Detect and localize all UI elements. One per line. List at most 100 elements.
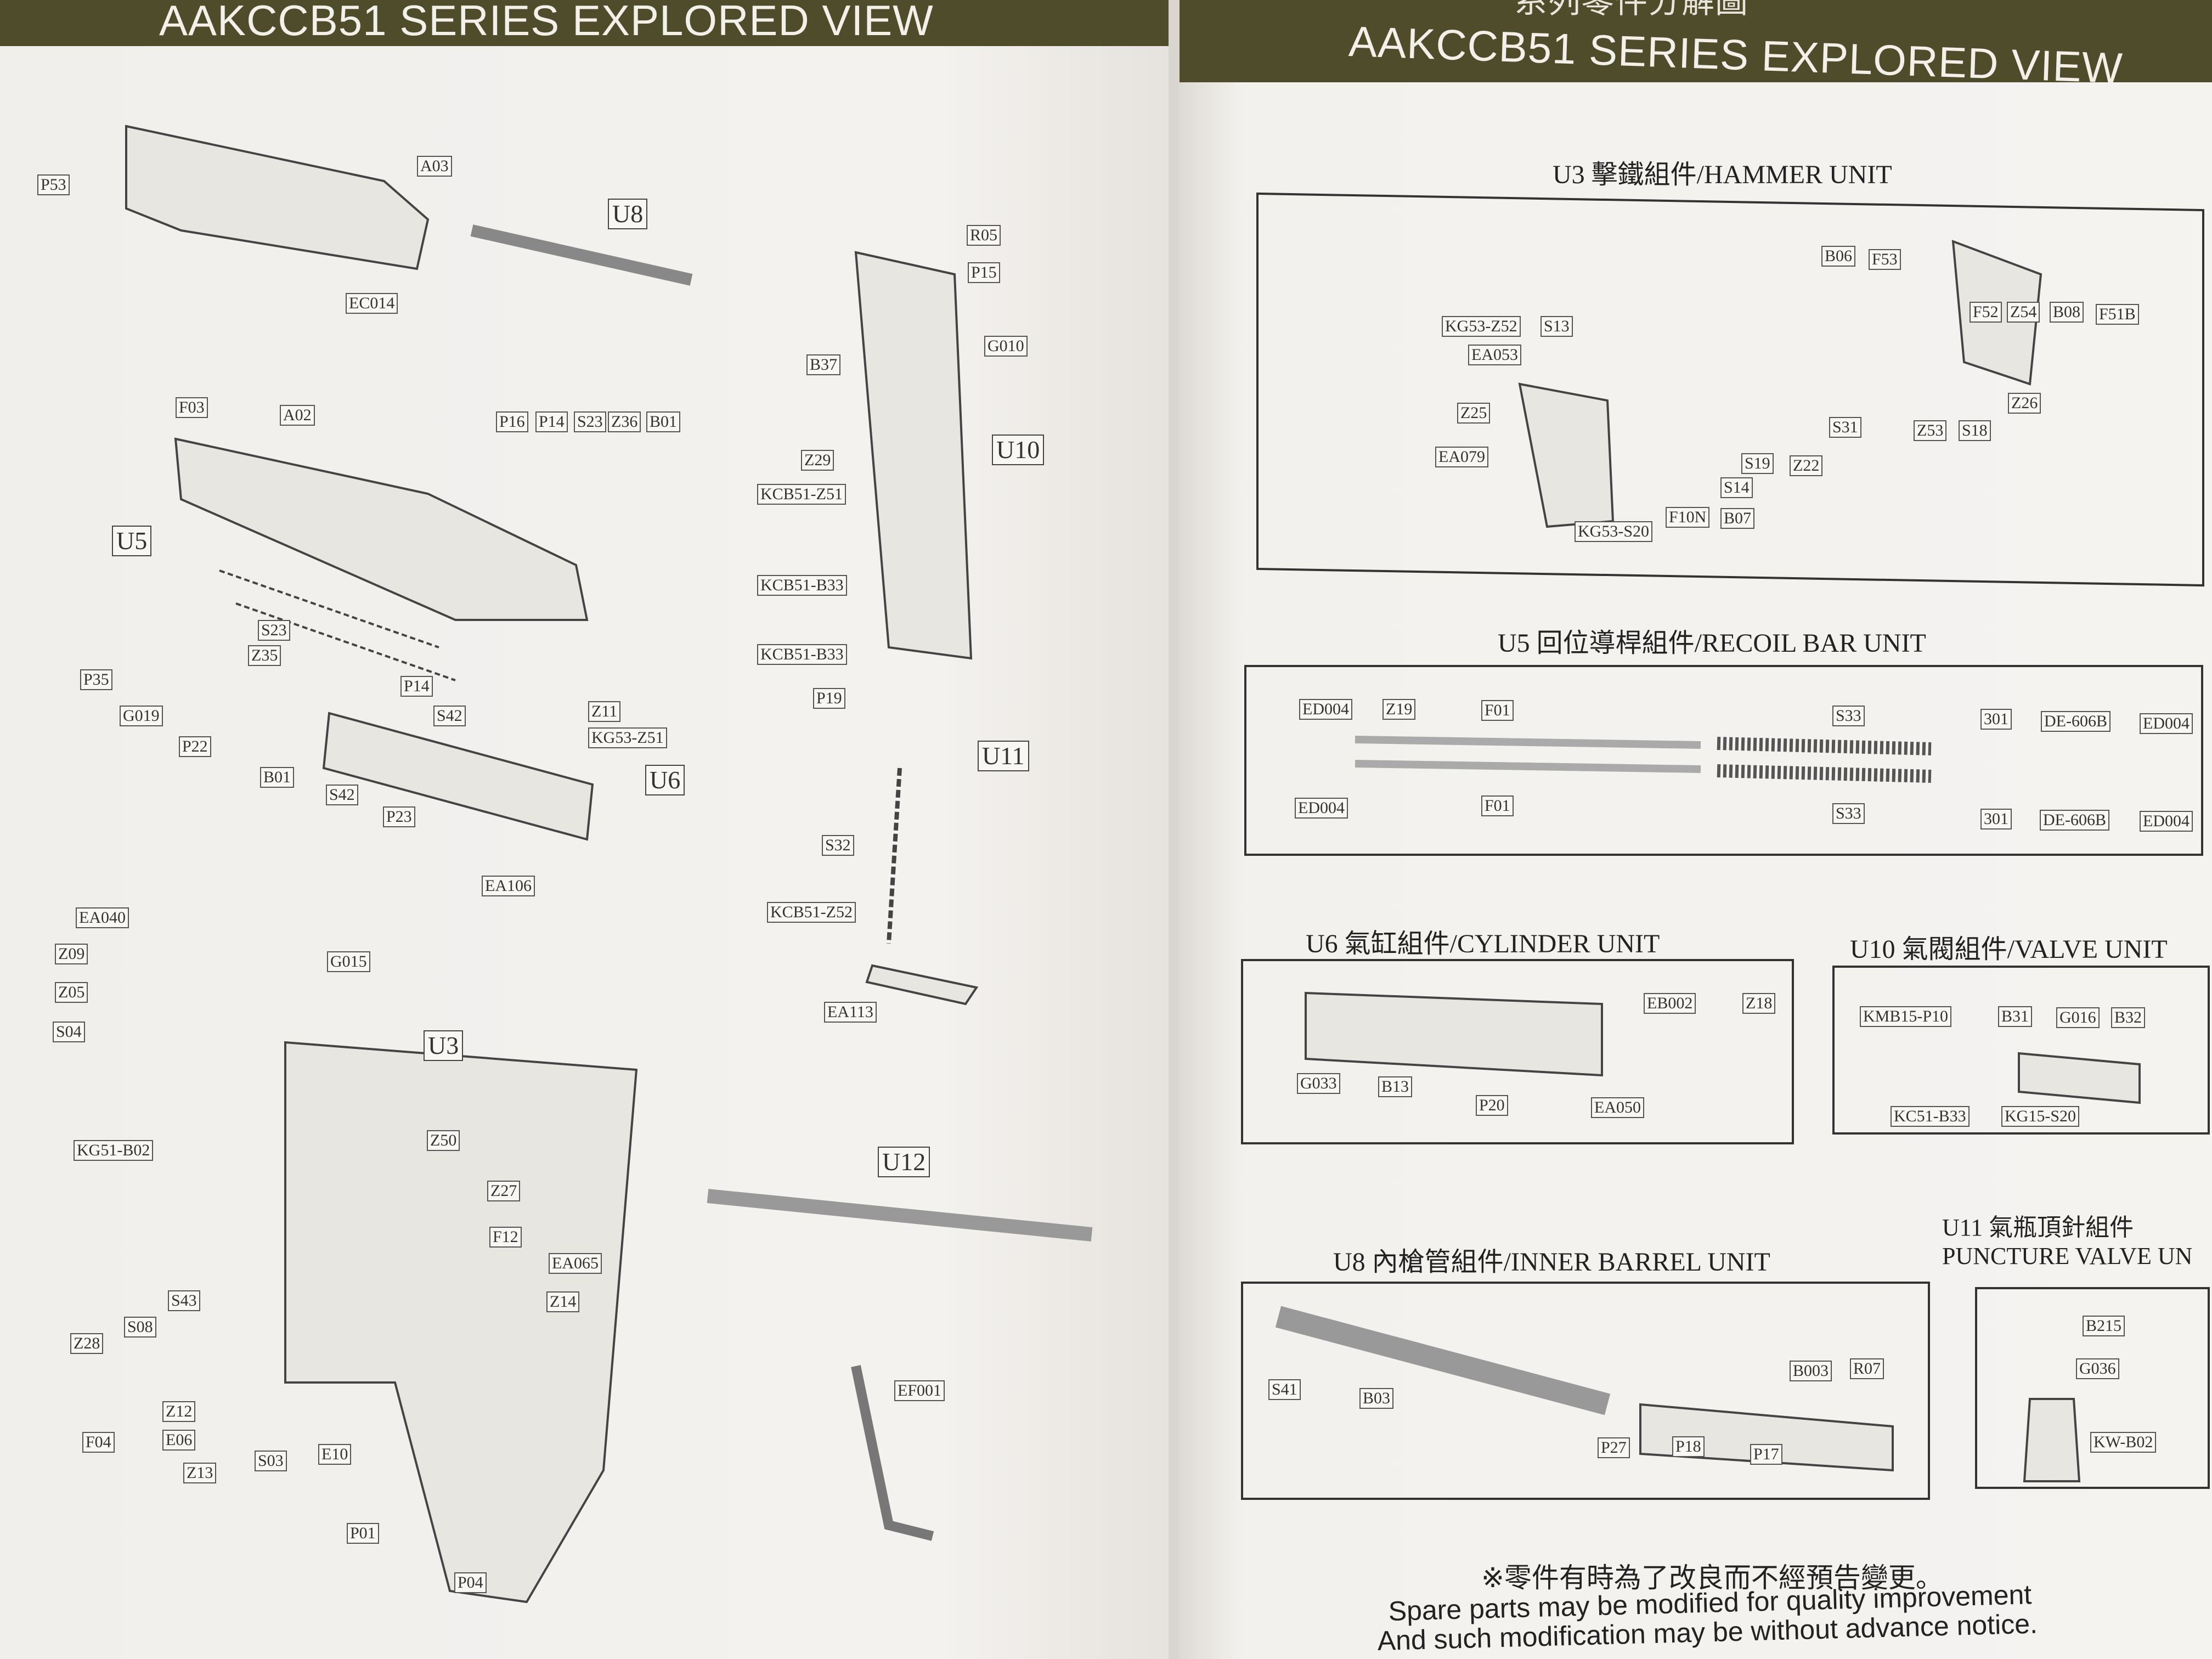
unit-label-u6: U6 [645, 765, 685, 795]
part-label: EA079 [1435, 447, 1488, 467]
part-label: B01 [260, 767, 295, 788]
hex-key-drawing [851, 1365, 934, 1541]
unit-label-u8: U8 [608, 199, 648, 229]
part-label: EC014 [346, 293, 398, 314]
part-label: S33 [1832, 706, 1865, 726]
part-label: S13 [1541, 316, 1573, 337]
part-label: S23 [574, 411, 606, 432]
part-label: Z54 [2007, 302, 2040, 323]
part-label: E10 [318, 1444, 352, 1465]
part-label: F51B [2096, 304, 2139, 325]
part-label: A02 [280, 405, 315, 426]
left-header-bar [0, 0, 1169, 46]
part-label: Z12 [162, 1401, 196, 1422]
part-label: 301 [1980, 809, 2012, 830]
part-label: ED004 [2140, 713, 2193, 734]
part-label: Z26 [2008, 393, 2041, 414]
part-label: B06 [1821, 246, 1856, 267]
part-label: S43 [168, 1290, 200, 1311]
part-label: G015 [327, 951, 370, 972]
part-label: Z22 [1790, 455, 1823, 476]
part-label: ED004 [2140, 811, 2193, 832]
part-label: DE-606B [2041, 711, 2111, 732]
part-label: P14 [535, 411, 568, 432]
part-label: P22 [179, 736, 211, 757]
part-label: G033 [1297, 1073, 1340, 1094]
part-label: P35 [80, 669, 112, 690]
part-label: P04 [454, 1572, 487, 1593]
u12-rod-drawing [707, 1189, 1093, 1242]
part-label: P18 [1672, 1436, 1705, 1457]
valve-unit-drawing [2018, 1052, 2141, 1104]
part-label: EA065 [549, 1253, 602, 1274]
part-label: Z13 [183, 1463, 217, 1483]
unit-label-u12: U12 [878, 1147, 930, 1177]
right-page-cjk-title: 系列零件分解圖 [1514, 0, 1748, 20]
part-label: B003 [1790, 1361, 1832, 1381]
spring-drawing-2 [235, 602, 456, 681]
part-label: G019 [120, 706, 163, 726]
part-label: F10N [1666, 507, 1710, 528]
part-label: EB002 [1644, 993, 1696, 1014]
part-label: B13 [1378, 1076, 1413, 1097]
unit-label-u10: U10 [992, 435, 1045, 465]
part-label: KG53-Z52 [1442, 316, 1521, 337]
part-label: G016 [2056, 1007, 2100, 1028]
section-title-puncture-valve-unit: U11 氣瓶頂針組件 PUNCTURE VALVE UN [1942, 1214, 2193, 1269]
part-label: F12 [489, 1227, 522, 1248]
part-label: Z19 [1383, 699, 1416, 720]
section-title-inner-barrel-unit: U8 內槍管組件/INNER BARREL UNIT [1333, 1248, 1770, 1277]
part-label: KMB15-P10 [1860, 1006, 1952, 1027]
part-label: P19 [813, 688, 845, 709]
part-label: ED004 [1299, 699, 1352, 720]
recoil-rod-drawing-2 [1355, 760, 1701, 773]
part-label: Z25 [1457, 403, 1491, 424]
section-title-hammer-unit: U3 擊鐵組件/HAMMER UNIT [1553, 160, 1892, 189]
part-label: B215 [2083, 1316, 2125, 1336]
cylinder-unit-box [1241, 959, 1794, 1144]
part-label: ED004 [1295, 798, 1348, 819]
part-label: S32 [822, 835, 854, 856]
part-label: S04 [53, 1022, 85, 1042]
frame-top-drawing [174, 437, 589, 621]
part-label: Z18 [1742, 993, 1776, 1014]
part-label: KG53-S20 [1575, 521, 1653, 542]
section-title-valve-unit: U10 氣閥組件/VALVE UNIT [1850, 935, 2168, 964]
part-label: Z29 [801, 450, 834, 471]
part-label: Z27 [487, 1181, 521, 1201]
inner-barrel-unit-drawing [1275, 1306, 1611, 1415]
part-label: KCB51-Z51 [757, 484, 846, 505]
part-label: KC51-B33 [1891, 1106, 1970, 1127]
part-label: G036 [2076, 1358, 2119, 1379]
unit-label-u3: U3 [424, 1030, 464, 1061]
part-label: P15 [968, 262, 1000, 283]
part-label: Z36 [608, 411, 641, 432]
part-label: KCB51-B33 [757, 644, 847, 665]
part-label: Z53 [1914, 420, 1947, 441]
part-label: B07 [1720, 508, 1755, 529]
part-label: Z09 [55, 944, 88, 964]
part-label: P23 [383, 806, 415, 827]
part-label: Z11 [588, 701, 621, 722]
part-label: B03 [1359, 1388, 1394, 1409]
section-title-recoil-bar-unit: U5 回位導桿組件/RECOIL BAR UNIT [1498, 629, 1926, 658]
magazine-base-drawing [865, 964, 979, 1006]
recoil-bar-unit-box [1244, 665, 2203, 856]
note-cjk: ※零件有時為了改良而不經預告變更。 [1481, 1562, 1943, 1594]
part-label: KG15-S20 [2001, 1106, 2080, 1127]
part-label: Z14 [546, 1291, 580, 1312]
part-label: S19 [1741, 453, 1774, 474]
part-label: P53 [37, 174, 70, 195]
part-label: KG53-Z51 [588, 727, 667, 748]
part-label: EA053 [1468, 345, 1521, 365]
part-label: S03 [255, 1451, 287, 1471]
part-label: B01 [646, 411, 681, 432]
part-label: F04 [82, 1432, 115, 1453]
part-label: KCB51-B33 [757, 575, 847, 596]
part-label: F52 [1970, 302, 2002, 323]
part-label: S42 [326, 785, 358, 805]
inner-barrel-unit-box [1241, 1282, 1930, 1500]
hammer-group-drawing [284, 1041, 638, 1604]
part-label: B37 [806, 354, 841, 375]
